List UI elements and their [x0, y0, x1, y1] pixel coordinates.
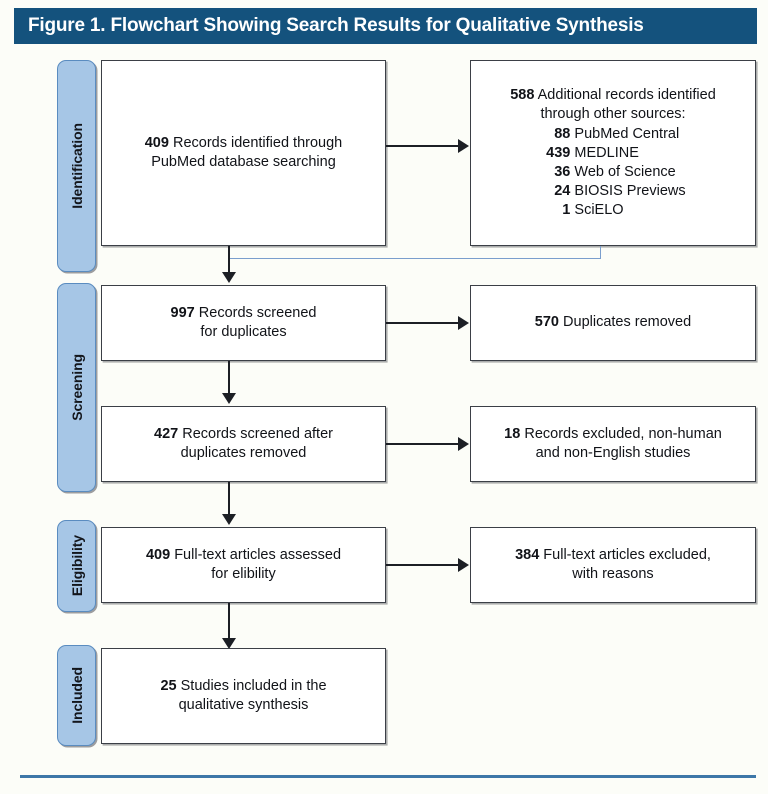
connector-screening-row1-to-row2: [228, 361, 230, 397]
box-records-screened-duplicates-count: 997: [171, 305, 195, 321]
arrowhead-to-screened-after: [222, 393, 236, 404]
source-count: 1: [540, 201, 570, 220]
box-fulltext-excluded-count: 384: [515, 547, 539, 563]
box-records-screened-duplicates-line1: Records screened: [199, 305, 317, 321]
box-additional-records-line2: through other sources:: [540, 106, 685, 122]
box-records-identified-pubmed-line1: Records identified through: [173, 135, 342, 151]
box-records-screened-after-duplicates: 427 Records screened after duplicates re…: [101, 406, 386, 482]
source-name: BIOSIS Previews: [574, 183, 685, 199]
additional-records-source-list: 88 PubMed Central 439 MEDLINE 36 Web of …: [540, 125, 685, 219]
box-records-identified-pubmed-line2: PubMed database searching: [151, 154, 336, 170]
source-list-item: 24 BIOSIS Previews: [540, 182, 685, 201]
box-additional-records-count: 588: [510, 87, 534, 103]
source-list-item: 36 Web of Science: [540, 163, 685, 182]
box-records-screened-duplicates-text: 997 Records screened for duplicates: [161, 304, 327, 343]
box-records-screened-duplicates-line2: for duplicates: [200, 324, 286, 340]
box-additional-records: 588 Additional records identified throug…: [470, 60, 756, 246]
box-records-screened-after-duplicates-line1: Records screened after: [182, 426, 333, 442]
source-list-item: 1 SciELO: [540, 201, 685, 220]
stage-tab-included-label: Included: [69, 667, 85, 724]
box-studies-included-text: 25 Studies included in the qualitative s…: [150, 677, 336, 716]
stage-tab-identification: Identification: [57, 60, 96, 272]
source-name: MEDLINE: [574, 145, 638, 161]
box-fulltext-excluded-text: 384 Full-text articles excluded, with re…: [505, 546, 721, 585]
arrowhead-to-duplicates-removed: [458, 316, 469, 330]
box-records-excluded-line2: and non-English studies: [536, 445, 691, 461]
footer-rule: [20, 775, 756, 778]
source-name: Web of Science: [574, 164, 675, 180]
arrowhead-to-screened-duplicates: [222, 272, 236, 283]
figure-title-bar: Figure 1. Flowchart Showing Search Resul…: [14, 8, 757, 44]
source-count: 439: [540, 144, 570, 163]
box-duplicates-removed-count: 570: [535, 314, 559, 330]
box-fulltext-assessed-line1: Full-text articles assessed: [174, 547, 341, 563]
page-title: Figure 1. Flowchart Showing Search Resul…: [14, 15, 644, 37]
box-duplicates-removed-line1: Duplicates removed: [563, 314, 691, 330]
stage-tab-screening-label: Screening: [69, 354, 85, 421]
connector-screened-after-to-excluded: [386, 443, 460, 445]
stage-tab-identification-label: Identification: [69, 123, 85, 209]
arrowhead-to-additional-records: [458, 139, 469, 153]
box-records-screened-after-duplicates-line2: duplicates removed: [181, 445, 307, 461]
box-records-identified-pubmed-count: 409: [145, 135, 169, 151]
box-fulltext-assessed-text: 409 Full-text articles assessed for elib…: [136, 546, 351, 585]
box-studies-included: 25 Studies included in the qualitative s…: [101, 648, 386, 744]
box-records-excluded-text: 18 Records excluded, non-human and non-E…: [494, 425, 732, 464]
box-studies-included-line2: qualitative synthesis: [179, 697, 309, 713]
source-count: 88: [540, 125, 570, 144]
box-records-identified-pubmed: 409 Records identified through PubMed da…: [101, 60, 386, 246]
arrowhead-to-fulltext-excluded: [458, 558, 469, 572]
box-records-identified-pubmed-text: 409 Records identified through PubMed da…: [135, 134, 353, 173]
stage-tab-eligibility: Eligibility: [57, 520, 96, 612]
connector-identification-horizontal: [386, 145, 460, 147]
box-additional-records-text: 588 Additional records identified throug…: [471, 86, 755, 220]
box-records-screened-after-duplicates-count: 427: [154, 426, 178, 442]
source-list-item: 439 MEDLINE: [540, 144, 685, 163]
connector-eligibility-horizontal: [386, 564, 460, 566]
source-name: PubMed Central: [574, 126, 679, 142]
box-records-screened-after-duplicates-text: 427 Records screened after duplicates re…: [144, 425, 343, 464]
box-studies-included-count: 25: [160, 678, 176, 694]
arrowhead-to-records-excluded: [458, 437, 469, 451]
box-fulltext-excluded-line2: with reasons: [572, 566, 653, 582]
box-records-excluded-count: 18: [504, 426, 520, 442]
box-fulltext-assessed-count: 409: [146, 547, 170, 563]
box-records-excluded-line1: Records excluded, non-human: [524, 426, 721, 442]
stage-tab-eligibility-label: Eligibility: [69, 535, 85, 596]
stage-tab-screening: Screening: [57, 283, 96, 492]
connector-eligibility-to-included: [228, 603, 230, 642]
box-records-screened-duplicates: 997 Records screened for duplicates: [101, 285, 386, 361]
box-duplicates-removed-text: 570 Duplicates removed: [525, 313, 701, 332]
source-count: 36: [540, 163, 570, 182]
box-fulltext-excluded: 384 Full-text articles excluded, with re…: [470, 527, 756, 603]
box-fulltext-excluded-line1: Full-text articles excluded,: [543, 547, 711, 563]
stage-tab-included: Included: [57, 645, 96, 746]
box-records-excluded: 18 Records excluded, non-human and non-E…: [470, 406, 756, 482]
box-fulltext-assessed: 409 Full-text articles assessed for elib…: [101, 527, 386, 603]
box-studies-included-line1: Studies included in the: [181, 678, 327, 694]
box-additional-records-line1: Additional records identified: [538, 87, 716, 103]
connector-screening-to-eligibility: [228, 482, 230, 518]
source-list-item: 88 PubMed Central: [540, 125, 685, 144]
connector-screened-to-duplicates-removed: [386, 322, 460, 324]
box-duplicates-removed: 570 Duplicates removed: [470, 285, 756, 361]
source-count: 24: [540, 182, 570, 201]
source-name: SciELO: [574, 202, 623, 218]
merge-connector-horizontal: [228, 258, 601, 259]
arrowhead-to-fulltext-assessed: [222, 514, 236, 525]
box-fulltext-assessed-line2: for elibility: [211, 566, 275, 582]
